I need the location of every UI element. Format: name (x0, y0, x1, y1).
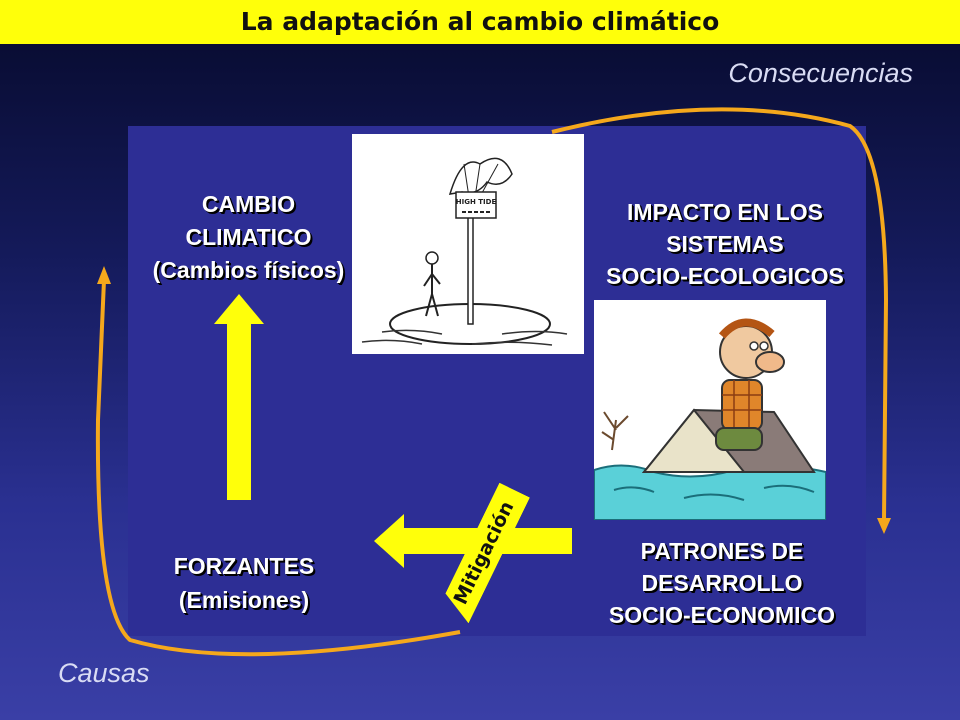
impacto-box: IMPACTO EN LOS SISTEMAS SOCIO-ECOLOGICOS (590, 196, 860, 292)
patrones-box: PATRONES DE DESARROLLO SOCIO-ECONOMICO (572, 535, 872, 631)
cambio-line-2: CLIMATICO (185, 224, 312, 250)
up-arrow-head (214, 294, 264, 324)
impacto-line-2: SISTEMAS (666, 231, 784, 257)
forzantes-line-2: (Emisiones) (178, 587, 310, 613)
forzantes-line-1: FORZANTES (173, 553, 315, 579)
consecuencias-curve (551, 107, 889, 521)
island-cartoon-image: HIGH TIDE (352, 134, 584, 354)
forzantes-box: FORZANTES (Emisiones) (140, 549, 348, 617)
flooded-house-cartoon-image (594, 300, 826, 520)
patrones-line-2: DESARROLLO (641, 570, 803, 596)
cambio-line-1: CAMBIO (201, 191, 296, 217)
slide-title: La adaptación al cambio climático (0, 0, 960, 44)
consecuencias-label: Consecuencias (728, 58, 913, 88)
cambio-line-3: (Cambios físicos) (152, 257, 345, 283)
cambio-climatico-box: CAMBIO CLIMATICO (Cambios físicos) (136, 188, 361, 287)
patrones-line-1: PATRONES DE (640, 538, 804, 564)
impacto-line-1: IMPACTO EN LOS (627, 199, 823, 225)
up-arrow-shaft (227, 322, 251, 500)
causas-arrowhead (97, 266, 111, 284)
left-arrow-head (374, 514, 404, 568)
consecuencias-arrowhead (877, 518, 891, 534)
causas-label: Causas (58, 658, 150, 688)
impacto-line-3: SOCIO-ECOLOGICOS (606, 263, 844, 289)
high-tide-sign-text: HIGH TIDE (456, 198, 497, 206)
patrones-line-3: SOCIO-ECONOMICO (608, 602, 836, 628)
causas-curve (95, 279, 461, 657)
